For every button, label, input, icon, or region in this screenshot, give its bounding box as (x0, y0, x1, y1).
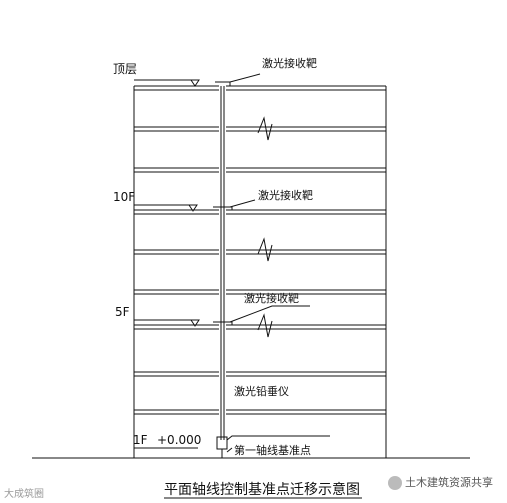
break-mark-2 (257, 237, 273, 262)
label-receiver-top: 激光接收靶 (262, 56, 317, 70)
slab-2 (134, 167, 386, 173)
slab-6 (134, 409, 386, 415)
receiver-target-10f (213, 206, 233, 210)
label-receiver-5f: 激光接收靶 (244, 291, 299, 305)
slab-1 (134, 126, 386, 132)
label-5f: 5F (115, 305, 130, 319)
laser-plumb-instrument (216, 436, 228, 450)
slab-10f (134, 209, 386, 215)
floor-slabs (134, 85, 386, 415)
break-mark-1 (257, 116, 273, 141)
watermark-left: 大成筑圈 (4, 485, 44, 500)
label-1f: 1F (133, 433, 148, 447)
diagram-caption: 平面轴线控制基准点迁移示意图 (164, 481, 360, 498)
slab-3 (134, 249, 386, 255)
break-mark-3 (257, 313, 273, 338)
label-elevation: +0.000 (157, 433, 201, 447)
label-10f: 10F (113, 190, 135, 204)
slab-5f (134, 324, 386, 330)
level-marker-top (134, 79, 200, 87)
leader-5f (229, 305, 310, 323)
watermark-right-text: 土木建筑资源共享 (405, 476, 493, 489)
slab-4 (134, 289, 386, 295)
slab-top (134, 85, 386, 91)
level-marker-10f (134, 204, 198, 212)
receiver-target-5f (213, 321, 233, 325)
wechat-icon (388, 476, 402, 490)
label-top-floor: 顶层 (113, 62, 137, 76)
receiver-target-top (215, 81, 231, 86)
label-receiver-10f: 激光接收靶 (258, 188, 313, 202)
leader-base (226, 447, 233, 453)
leader-plumb (226, 435, 330, 441)
leader-10f (229, 199, 256, 208)
label-plumb: 激光铅垂仪 (234, 384, 289, 398)
level-marker-5f (134, 319, 200, 327)
leader-top (229, 73, 261, 83)
watermark-right: 土木建筑资源共享 (388, 474, 493, 490)
watermark-left-text: 大成筑圈 (4, 489, 44, 500)
label-base-point: 第一轴线基准点 (234, 443, 311, 457)
slab-5 (134, 371, 386, 377)
